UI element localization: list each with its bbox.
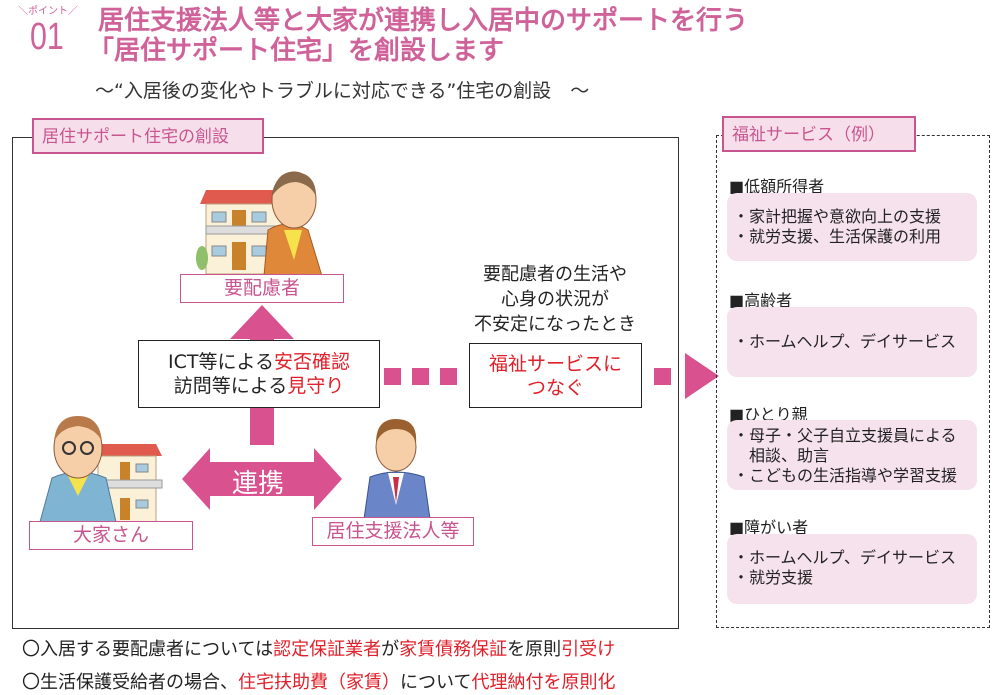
category-item: ・こどもの生活指導や学習支援 (733, 466, 958, 485)
elderly-person-icon (263, 171, 323, 276)
category-item: 相談、助言 (733, 446, 830, 465)
welfare-section-label: 福祉サービス（例） (722, 116, 916, 152)
tenant-label: 要配慮者 (180, 274, 344, 303)
ict-line1-prefix: ICT等による (168, 351, 274, 373)
connector-dot (440, 368, 457, 385)
category-item: ・就労支援 (733, 568, 814, 587)
note-text: を原則 (507, 639, 562, 660)
title-line-2: 「居住サポート住宅」を創設します (88, 36, 505, 66)
main-section-frame (12, 137, 679, 629)
category-box: ・ホームヘルプ、デイサービス ・就労支援 (727, 534, 977, 604)
connector-dot (384, 368, 401, 385)
ict-line2-prefix: 訪問等による (173, 375, 288, 397)
condition-line: 要配慮者の生活や (483, 264, 627, 285)
category-item: ・就労支援、生活保護の利用 (733, 227, 942, 246)
note-guarantee: 〇入居する要配慮者については認定保証業者が家賃債務保証を原則引受け (22, 635, 615, 661)
support-corp-label: 居住支援法人等 (312, 517, 474, 546)
note-text: について (400, 672, 472, 693)
page-subtitle: ～“入居後の変化やトラブルに対応できる”住宅の創設 ～ (95, 80, 590, 102)
right-arrow-icon (685, 353, 719, 399)
landlord-illustration (39, 416, 163, 522)
category-item: ・母子・父子自立支援員による (733, 426, 957, 445)
note-text: 〇生活保護受給者の場合、 (22, 672, 238, 693)
point-number: 01 (30, 16, 64, 58)
category-item: ・ホームヘルプ、デイサービス (733, 332, 957, 351)
landlord-label: 大家さん (29, 521, 193, 550)
condition-line: 心身の状況が (501, 289, 609, 310)
connect-welfare-line: 福祉サービスに (488, 353, 622, 375)
category-item: ・ホームヘルプ、デイサービス (733, 548, 957, 567)
category-box: ・ホームヘルプ、デイサービス (727, 307, 977, 377)
note-highlight: 住宅扶助費（家賃） (238, 672, 400, 693)
main-section-label: 居住サポート住宅の創設 (32, 118, 264, 154)
title-line-1: 居住支援法人等と大家が連携し入居中のサポートを行う (98, 6, 749, 36)
condition-text: 要配慮者の生活や 心身の状況が 不安定になったとき (455, 262, 655, 337)
note-text: が (381, 639, 400, 660)
category-box: ・母子・父子自立支援員による 相談、助言 ・こどもの生活指導や学習支援 (727, 420, 977, 490)
category-box: ・家計把握や意欲向上の支援 ・就労支援、生活保護の利用 (727, 193, 977, 261)
note-highlight: 代理納付を原則化 (471, 672, 616, 693)
ict-line2-highlight: 見守り (287, 375, 345, 397)
support-staff-illustration (363, 419, 431, 519)
cooperation-double-arrow-icon (182, 448, 342, 510)
category-title: ■高齢者 (729, 291, 793, 310)
page-title: 居住支援法人等と大家が連携し入居中のサポートを行う 「居住サポート住宅」を創設し… (88, 6, 749, 66)
note-highlight: 認定保証業者 (273, 639, 382, 660)
category-title: ■ひとり親 (729, 405, 808, 424)
ict-line1-highlight: 安否確認 (273, 351, 350, 373)
landlord-person-icon (39, 416, 117, 522)
condition-line: 不安定になったとき (474, 314, 636, 335)
point-tag: ＼ポイント／ (18, 6, 78, 17)
connect-welfare-line: つなぐ (526, 377, 584, 399)
note-text: 〇入居する要配慮者については (22, 639, 274, 660)
connector-dot (654, 368, 671, 385)
category-title: ■低額所得者 (729, 177, 825, 196)
tenant-illustration (196, 171, 323, 276)
category-item: ・家計把握や意欲向上の支援 (733, 207, 942, 226)
connect-welfare-box: 福祉サービスに つなぐ (469, 343, 642, 408)
category-title: ■障がい者 (729, 518, 809, 537)
note-highlight: 引受け (561, 639, 616, 660)
cooperation-label: 連携 (232, 469, 285, 499)
note-highlight: 家賃債務保証 (399, 639, 508, 660)
connector-dot (412, 368, 429, 385)
ict-monitoring-box: ICT等による安否確認 訪問等による見守り (138, 340, 380, 408)
note-welfare-payment: 〇生活保護受給者の場合、住宅扶助費（家賃）について代理納付を原則化 (22, 668, 615, 694)
